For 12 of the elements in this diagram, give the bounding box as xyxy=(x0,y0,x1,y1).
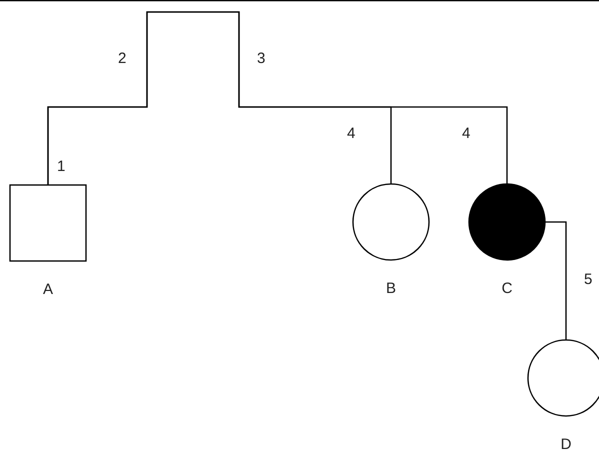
segment-number: 4 xyxy=(347,125,356,143)
node-label: A xyxy=(43,281,53,299)
segment-number: 1 xyxy=(57,158,66,176)
node-label: B xyxy=(386,280,396,298)
node-label: C xyxy=(502,280,512,298)
segment-number: 3 xyxy=(257,50,266,68)
segment-number: 2 xyxy=(118,50,126,68)
connector-line xyxy=(545,221,567,340)
connector-line xyxy=(47,11,508,185)
edge-label: 5 xyxy=(584,271,592,289)
node-label: D xyxy=(560,436,572,454)
segment-number: 4 xyxy=(462,125,470,143)
